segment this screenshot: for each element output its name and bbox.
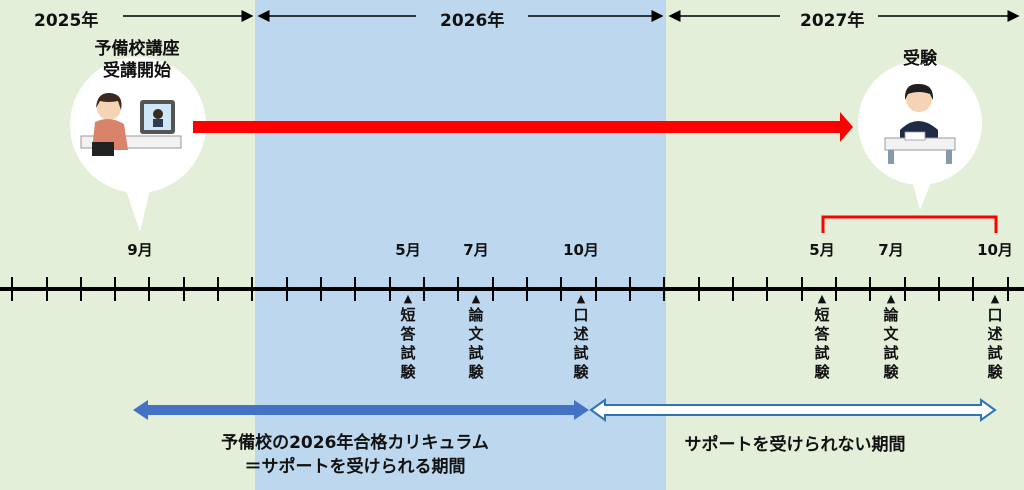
no-support-period-label: サポートを受けられない期間 — [684, 435, 906, 455]
exam-name: 短答試験 — [814, 306, 830, 381]
study-start-label-line1: 予備校講座 — [94, 39, 180, 59]
support-period-label-line2: ＝サポートを受けられる期間 — [244, 457, 466, 477]
study-period-arrow — [193, 112, 853, 142]
study-start-label-line2: 受講開始 — [103, 61, 171, 81]
study-start-label: 予備校講座 受講開始 — [78, 38, 196, 82]
month-label: 10月 — [563, 241, 599, 259]
exam-name: 短答試験 — [400, 306, 416, 381]
timeline-axis — [0, 277, 1024, 301]
no-support-period-arrow — [589, 398, 997, 422]
month-label: 7月 — [878, 241, 904, 259]
exam-marker-oral-2026: ▲ 口述試験 — [571, 292, 591, 382]
triangle-up-icon: ▲ — [576, 292, 586, 305]
triangle-up-icon: ▲ — [403, 292, 413, 305]
month-label: 7月 — [463, 241, 489, 259]
exam-marker-short-answer-2027: ▲ 短答試験 — [812, 292, 832, 382]
triangle-up-icon: ▲ — [990, 292, 1000, 305]
exam-name: 口述試験 — [573, 306, 589, 381]
support-period-label-line1: 予備校の2026年合格カリキュラム — [221, 433, 489, 453]
exam-marker-short-answer-2026: ▲ 短答試験 — [398, 292, 418, 382]
study-start-bubble — [70, 57, 206, 232]
year-label-2025: 2025年 — [34, 11, 99, 31]
support-period-arrow — [133, 400, 589, 420]
exam-name: 論文試験 — [883, 306, 899, 381]
support-period-label: 予備校の2026年合格カリキュラム ＝サポートを受けられる期間 — [150, 431, 560, 479]
exam-label: 受験 — [903, 49, 937, 69]
month-label: 5月 — [395, 241, 421, 259]
year-label-2027: 2027年 — [800, 11, 865, 31]
triangle-up-icon: ▲ — [817, 292, 827, 305]
exam-marker-essay-2027: ▲ 論文試験 — [881, 292, 901, 382]
exam-marker-oral-2027: ▲ 口述試験 — [985, 292, 1005, 382]
exam-bubble — [858, 61, 982, 210]
triangle-up-icon: ▲ — [886, 292, 896, 305]
year-label-2026: 2026年 — [440, 11, 505, 31]
month-label: 5月 — [809, 241, 835, 259]
month-label: 10月 — [977, 241, 1013, 259]
month-label: 9月 — [127, 241, 153, 259]
exam-name: 論文試験 — [468, 306, 484, 381]
exam-marker-essay-2026: ▲ 論文試験 — [466, 292, 486, 382]
triangle-up-icon: ▲ — [471, 292, 481, 305]
exam-name: 口述試験 — [987, 306, 1003, 381]
exam-period-bracket — [821, 215, 998, 233]
